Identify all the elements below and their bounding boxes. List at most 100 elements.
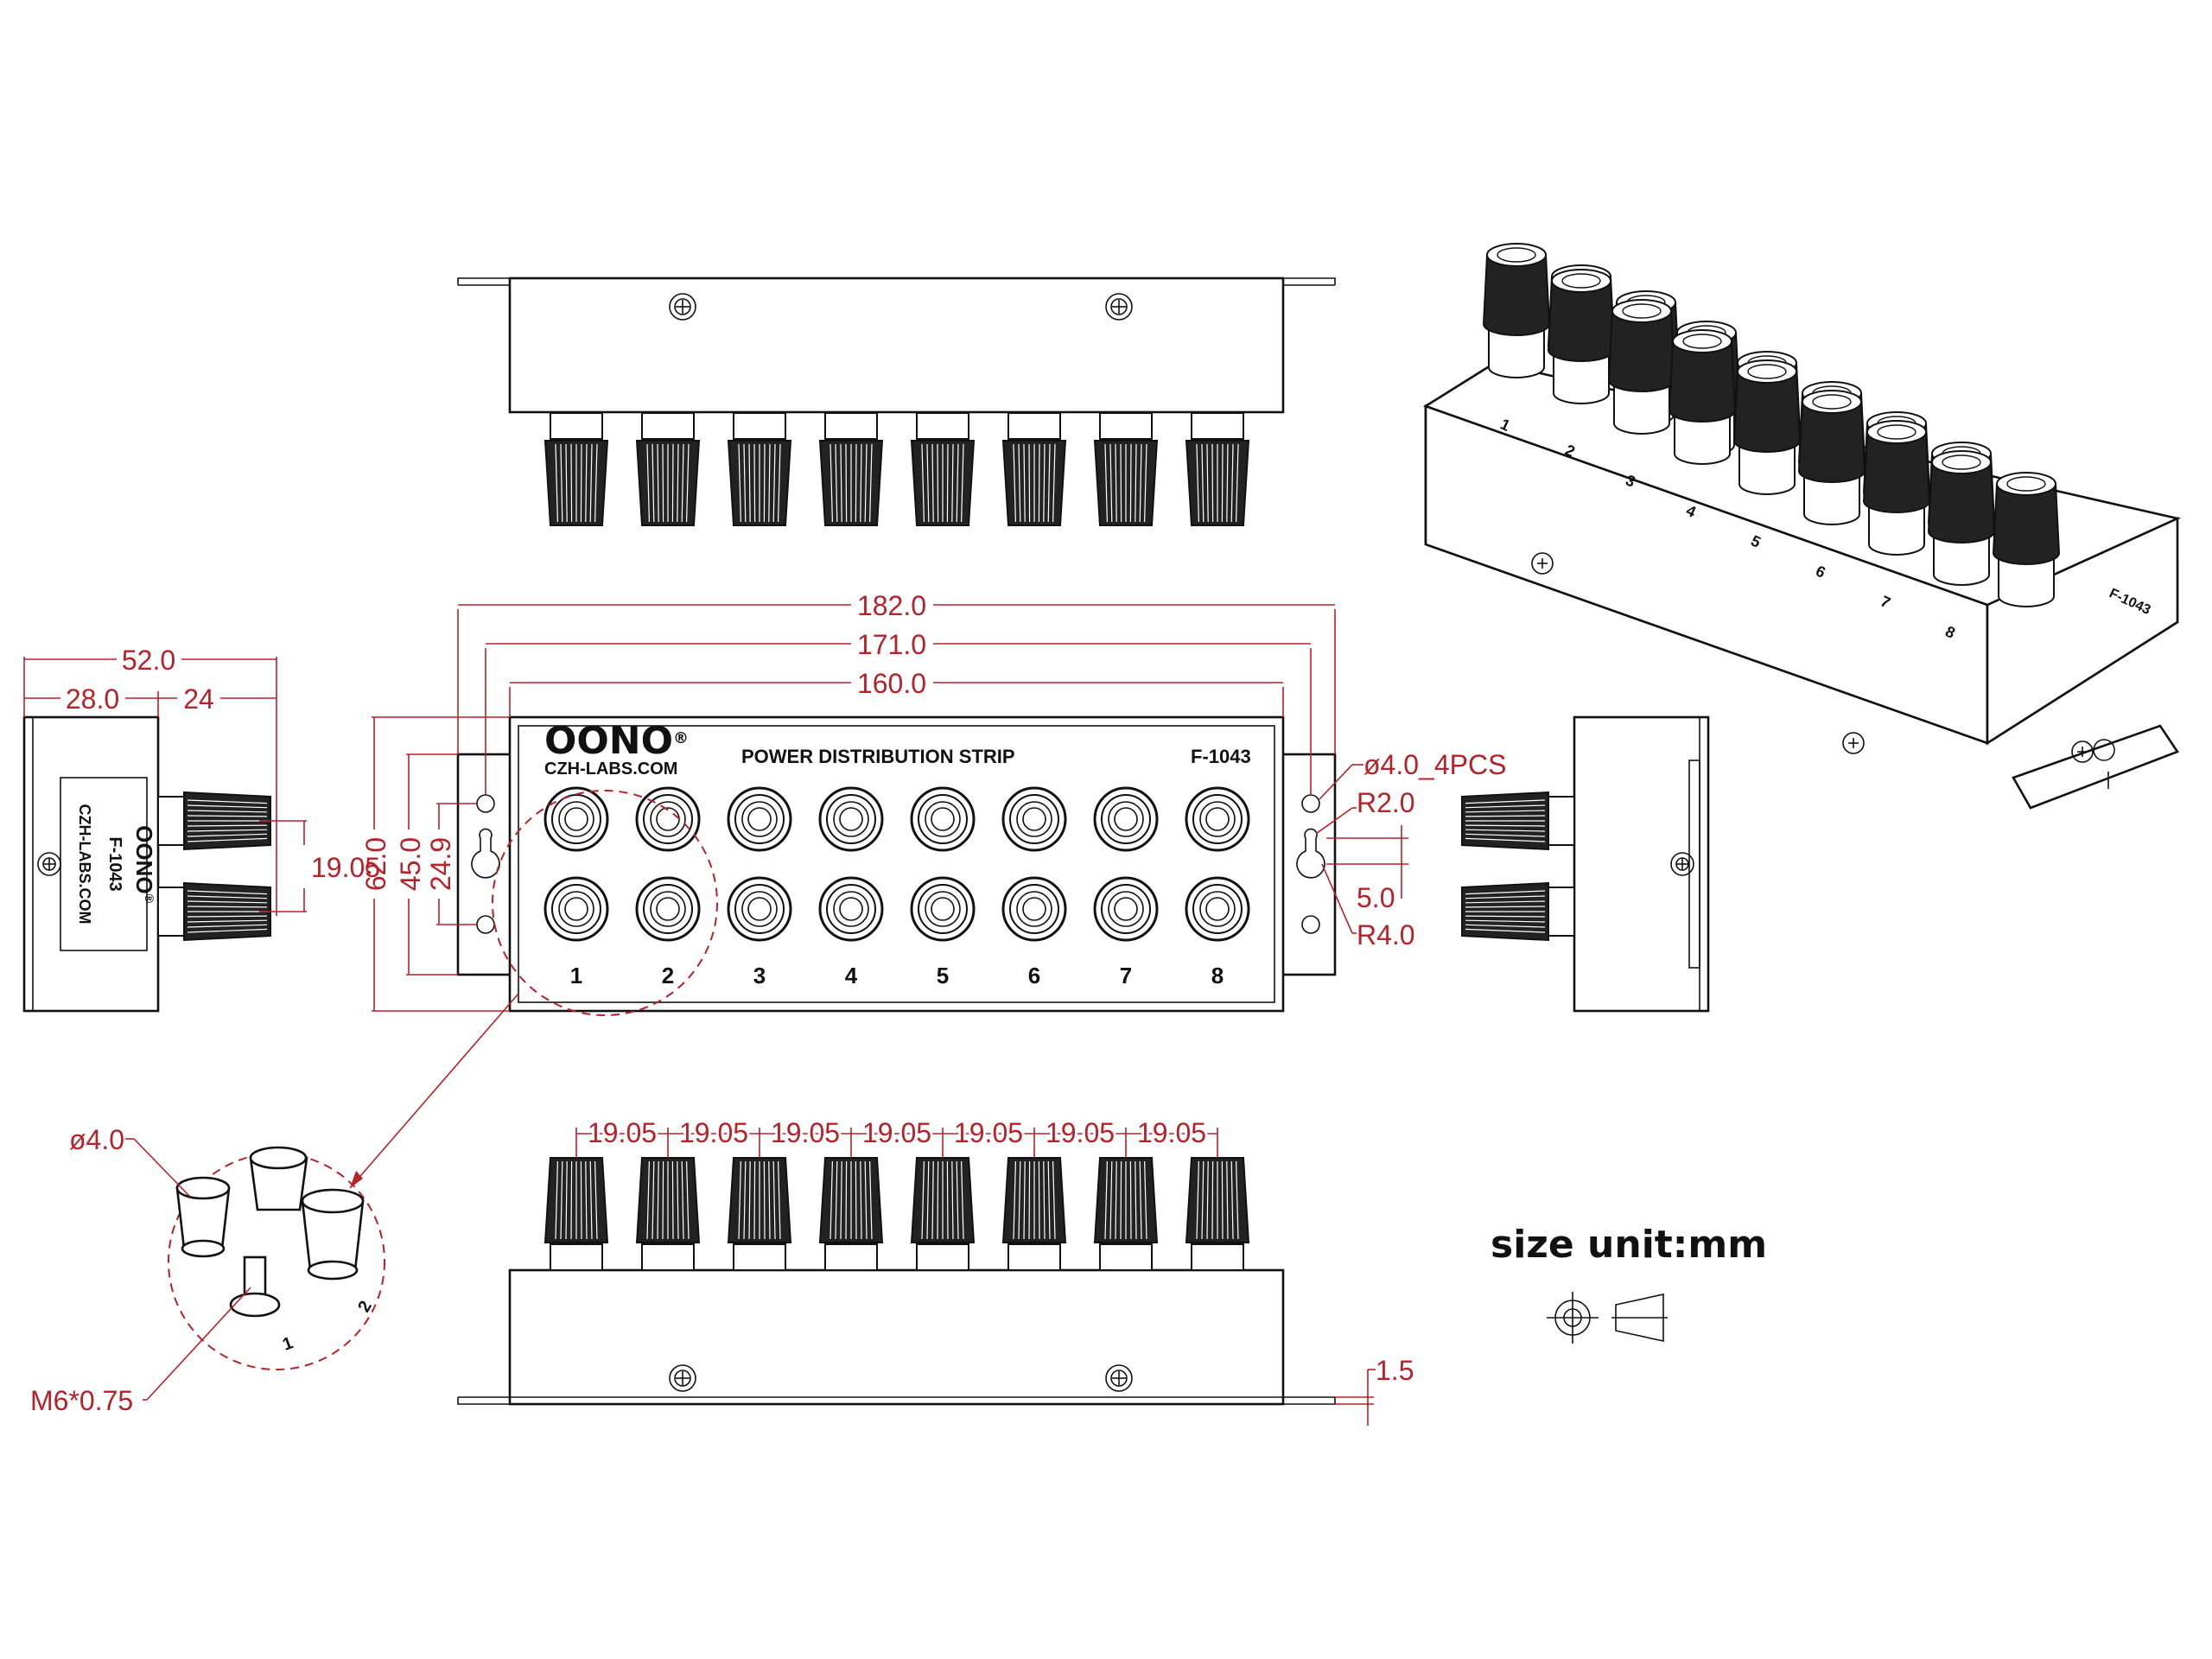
- terminal-number-3: 3: [753, 963, 766, 988]
- detail-view: 1 2 ø4.0 M6*0.75: [30, 790, 718, 1416]
- socket-lower-1: [543, 876, 609, 942]
- dim-column-pitch-7: 19.05: [1137, 1117, 1206, 1148]
- iso-post-2-back: [1547, 269, 1616, 404]
- dim-column-pitch-4: 19.05: [862, 1117, 931, 1148]
- dim-row-pitch: 19.05: [311, 852, 380, 883]
- bottom-post-2: [635, 1157, 701, 1271]
- bottom-post-7: [1093, 1157, 1159, 1271]
- right-post-lower: [1461, 881, 1575, 942]
- dim-flange-thickness: 1.5: [1376, 1355, 1414, 1386]
- top-view-posts: [543, 412, 1250, 526]
- socket-upper-1: [543, 786, 609, 852]
- top-post-7: [1093, 412, 1159, 526]
- brand-website: CZH-LABS.COM: [544, 760, 677, 779]
- right-side-view: [1461, 715, 1710, 1013]
- dim-column-pitch-3: 19.05: [771, 1117, 840, 1148]
- terminal-number-6: 6: [1028, 963, 1040, 988]
- dim-body-length: 160.0: [857, 668, 926, 699]
- bottom-view-screw-2: [1105, 1364, 1133, 1392]
- bottom-post-3: [727, 1157, 792, 1271]
- socket-upper-7: [1093, 786, 1159, 852]
- detail-circle: [168, 1153, 385, 1370]
- iso-posts: [1482, 243, 2061, 607]
- bottom-post-1: [543, 1157, 609, 1271]
- front-dimensions: 182.0 171.0 160.0 62.0 45.0 24.9 ø: [360, 590, 1506, 1012]
- left-post-lower: [157, 881, 271, 942]
- socket-upper-8: [1185, 786, 1250, 852]
- socket-lower-8: [1185, 876, 1250, 942]
- top-post-3: [727, 412, 792, 526]
- dim-inner-height: 45.0: [395, 837, 426, 891]
- iso-post-3-back: [1607, 299, 1676, 435]
- top-post-5: [910, 412, 976, 526]
- socket-upper-6: [1001, 786, 1067, 852]
- iso-screw-2: [1842, 732, 1865, 754]
- top-view: [457, 276, 1336, 526]
- iso-post-8-back: [1927, 450, 1996, 586]
- detail-marker-front: [492, 790, 718, 1016]
- iso-screw-1: [1531, 552, 1554, 575]
- dim-hole-spacing: 24.9: [425, 837, 456, 891]
- dim-depth-total: 52.0: [122, 645, 175, 676]
- front-housing: [508, 715, 1285, 1013]
- terminal-number-8: 8: [1211, 963, 1224, 988]
- terminal-number-1: 1: [570, 963, 582, 988]
- iso-post-7-back: [1862, 420, 1931, 556]
- left-side-view: OONO® F-1043 CZH-LABS.COM 52.0 28.0 24 1…: [22, 645, 380, 1013]
- iso-post-6-back: [1797, 390, 1866, 525]
- iso-post-8-front: [1992, 472, 2061, 607]
- top-post-1: [543, 412, 609, 526]
- top-post-8: [1185, 412, 1250, 526]
- bottom-view-posts: [543, 1157, 1250, 1271]
- terminal-number-2: 2: [662, 963, 674, 988]
- socket-upper-4: [818, 786, 884, 852]
- dim-post-height: 24: [183, 683, 214, 715]
- top-post-4: [818, 412, 884, 526]
- dim-column-pitch-5: 19.05: [954, 1117, 1023, 1148]
- product-title: POWER DISTRIBUTION STRIP: [741, 746, 1015, 767]
- right-side-posts: [1461, 791, 1575, 942]
- dim-keyhole-r-small: R2.0: [1357, 787, 1415, 818]
- size-unit-label: size unit:mm: [1491, 1223, 1767, 1267]
- front-view: OONO® CZH-LABS.COM POWER DISTRIBUTION ST…: [456, 715, 1337, 1013]
- dim-mount-hole-span: 171.0: [857, 629, 926, 660]
- socket-upper-3: [727, 786, 792, 852]
- terminal-numbers: 1 2 3 4 5 6 7 8: [570, 963, 1224, 988]
- dim-depth-body: 28.0: [66, 683, 119, 715]
- terminal-number-4: 4: [845, 963, 858, 988]
- detail-label-1: 1: [280, 1333, 296, 1354]
- left-side-screw: [37, 852, 61, 876]
- socket-lower-6: [1001, 876, 1067, 942]
- bottom-view-screw-1: [669, 1364, 696, 1392]
- side-brand-logo: OONO®: [131, 825, 157, 903]
- mount-hole-bottom-right: [1301, 915, 1320, 934]
- bottom-post-6: [1001, 1157, 1067, 1271]
- terminal-number-7: 7: [1120, 963, 1132, 988]
- keyhole-right: [1296, 828, 1325, 879]
- socket-lower-4: [818, 876, 884, 942]
- detail-label-2: 2: [354, 1298, 376, 1316]
- terminal-number-5: 5: [937, 963, 949, 988]
- top-view-housing: [508, 276, 1285, 414]
- iso-flange: [2012, 724, 2179, 810]
- dim-column-pitch-6: 19.05: [1046, 1117, 1115, 1148]
- dim-overall-height: 62.0: [360, 837, 391, 891]
- iso-post-1-back: [1482, 243, 1551, 378]
- dim-detail-thread: M6*0.75: [30, 1385, 133, 1416]
- dim-column-pitch-2: 19.05: [679, 1117, 748, 1148]
- dim-overall-length: 182.0: [857, 590, 926, 621]
- right-post-upper: [1461, 791, 1575, 851]
- socket-lower-2: [635, 876, 701, 942]
- top-post-6: [1001, 412, 1067, 526]
- unit-note: size unit:mm: [1491, 1223, 1767, 1344]
- side-model: F-1043: [105, 836, 124, 891]
- top-view-screw-2: [1105, 293, 1133, 321]
- top-view-screw-1: [669, 293, 696, 321]
- dim-keyhole-r-large: R4.0: [1357, 919, 1415, 950]
- iso-post-4-back: [1668, 329, 1737, 465]
- brand-logo: OONO®: [544, 719, 689, 763]
- keyhole-left: [471, 828, 500, 879]
